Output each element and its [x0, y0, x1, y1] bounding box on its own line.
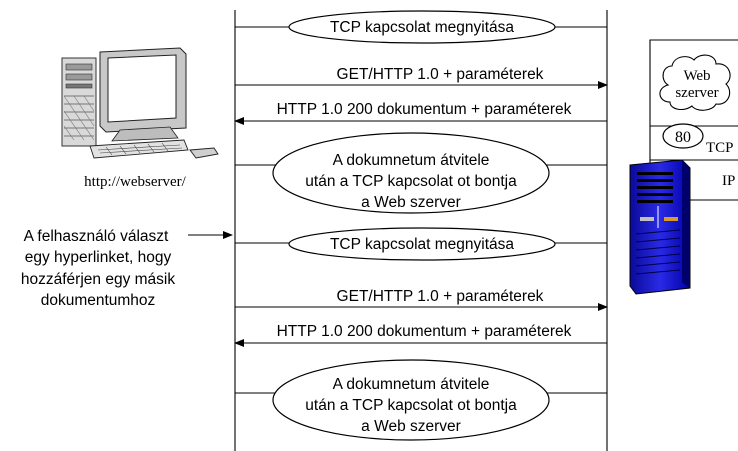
session-1: TCP kapcsolat megnyitása GET/HTTP 1.0 + …	[234, 10, 608, 214]
tcp-open-ellipse	[288, 227, 556, 261]
response-label: HTTP 1.0 200 dokumentum + paraméterek	[277, 323, 572, 340]
request-label: GET/HTTP 1.0 + paraméterek	[337, 66, 544, 83]
tcp-close-line-3: a Web szerver	[361, 418, 461, 435]
user-note-line-1: A felhasználó választ	[24, 228, 169, 245]
tcp-close-ellipse	[272, 132, 550, 214]
tcp-open-ellipse	[288, 10, 556, 44]
port-ellipse	[662, 123, 704, 149]
user-action-note: A felhasználó választ egy hyperlinket, h…	[21, 228, 233, 309]
session-2: TCP kapcsolat megnyitása GET/HTTP 1.0 + …	[234, 227, 608, 441]
port-label: 80	[675, 129, 691, 146]
tcp-layer-label: TCP	[706, 140, 734, 156]
web-server-cloud	[659, 54, 731, 111]
user-note-line-3: hozzáférjen egy másik	[21, 271, 175, 288]
server-tower-icon	[629, 159, 691, 295]
tcp-close-ellipse	[272, 359, 550, 441]
tcp-close-line-1: A dokumnetum átvitele	[333, 152, 490, 169]
ip-layer-label: IP	[722, 173, 735, 189]
user-note-line-2: egy hyperlinket, hogy	[25, 249, 172, 266]
tcp-close-line-2: után a TCP kapcsolat ot bontja	[305, 397, 517, 414]
tcp-close-line-2: után a TCP kapcsolat ot bontja	[305, 173, 517, 190]
client-computer-icon	[61, 47, 219, 159]
tcp-open-label: TCP kapcsolat megnyitása	[330, 236, 514, 253]
server-stack: Web szerver 80 TCP	[649, 39, 738, 201]
response-label: HTTP 1.0 200 dokumentum + paraméterek	[277, 101, 572, 118]
tcp-close-line-3: a Web szerver	[361, 194, 461, 211]
web-server-label-2: szerver	[675, 85, 718, 101]
user-note-line-4: dokumentumhoz	[41, 292, 156, 309]
tcp-open-label: TCP kapcsolat megnyitása	[330, 19, 514, 36]
request-label: GET/HTTP 1.0 + paraméterek	[337, 288, 544, 305]
tcp-close-line-1: A dokumnetum átvitele	[333, 376, 490, 393]
web-server-label-1: Web	[683, 68, 710, 84]
client-url-label: http://webserver/	[84, 174, 186, 190]
